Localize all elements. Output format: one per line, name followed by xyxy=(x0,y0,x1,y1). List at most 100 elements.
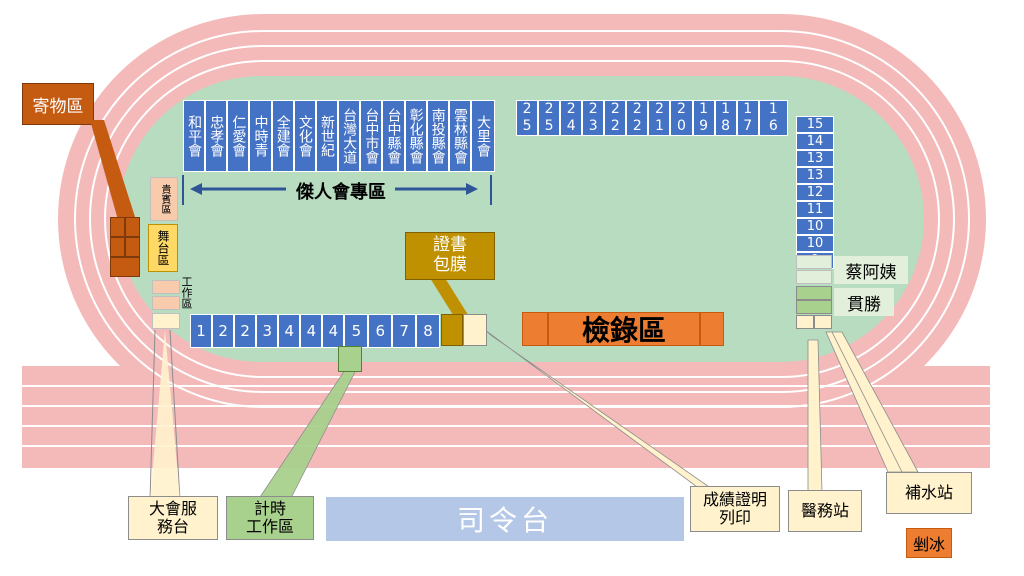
slot-digit: 2 xyxy=(677,100,686,117)
results-print-callout: 成績證明 列印 xyxy=(690,486,780,532)
storage-area-text: 寄物區 xyxy=(32,96,84,117)
society-unit: 中時青 xyxy=(249,100,272,172)
checkin-area-text: 檢錄區 xyxy=(581,314,666,347)
slot-digit: 5 xyxy=(544,118,554,134)
society-unit: 彰化縣會 xyxy=(404,100,427,172)
vip-area: 貴賓區 xyxy=(150,177,178,221)
slot: 12 xyxy=(796,184,834,201)
slot-digit: 0 xyxy=(677,118,686,134)
slot: 2 xyxy=(212,314,235,348)
slot: 6 xyxy=(368,314,393,348)
society-unit: 新世紀 xyxy=(315,100,339,172)
work-area-label: 工作區 xyxy=(180,276,195,313)
slot: 2 xyxy=(234,314,257,348)
stage-area-text: 舞台區 xyxy=(156,230,170,266)
service-desk-callout: 大會服 務台 xyxy=(128,496,218,540)
slot: 14 xyxy=(796,133,834,150)
right-slots: 15 14 13 13 12 11 10 10 9 xyxy=(796,116,834,269)
society-unit: 忠孝會 xyxy=(205,100,228,172)
slot: 15 xyxy=(796,116,834,133)
slot-digit: 2 xyxy=(654,100,664,117)
storage-boxes xyxy=(110,217,140,277)
work-area-box-3 xyxy=(152,313,180,329)
slot: 4 xyxy=(322,314,345,348)
storage-area-label: 寄物區 xyxy=(22,83,94,125)
slot-digit: 1 xyxy=(699,100,708,117)
society-unit: 雲林縣會 xyxy=(448,100,472,172)
slot-digit: 2 xyxy=(566,100,576,117)
right-box-2 xyxy=(796,270,832,284)
shaved-ice-box: 剉冰 xyxy=(906,528,952,558)
slot: 11 xyxy=(796,201,834,218)
slot-digit: 7 xyxy=(743,118,753,134)
slot: 1 xyxy=(190,314,213,348)
slot-digit: 1 xyxy=(768,100,778,117)
society-unit: 南投縣會 xyxy=(426,100,449,172)
timing-area-callout: 計時 工作區 xyxy=(226,496,314,540)
slot-digit: 2 xyxy=(522,100,532,117)
slot-digit: 3 xyxy=(588,118,598,134)
medical-station-callout: 醫務站 xyxy=(788,490,862,532)
gold-slot xyxy=(441,314,463,346)
slot-digit: 2 xyxy=(588,100,598,117)
guansheng-label: 貫勝 xyxy=(834,288,894,316)
society-unit: 全建會 xyxy=(271,100,294,172)
work-area-box-2 xyxy=(152,296,180,310)
slot-digit: 1 xyxy=(721,100,731,117)
slot-digit: 1 xyxy=(743,100,753,117)
slot-digit: 2 xyxy=(632,118,642,134)
slot-digit: 2 xyxy=(610,118,620,134)
podium: 司令台 xyxy=(326,497,684,541)
water-station-callout: 補水站 xyxy=(886,472,972,514)
stage-area: 舞台區 xyxy=(148,224,178,272)
timing-box xyxy=(338,346,362,372)
slot-digit: 4 xyxy=(566,118,576,134)
vip-area-text: 貴賓區 xyxy=(159,184,170,214)
right-box-3 xyxy=(796,286,832,300)
certificate-lamination-box: 證書 包膜 xyxy=(405,232,495,280)
work-area-text: 工作區 xyxy=(180,276,193,309)
society-zone-label: 傑人會專區 xyxy=(296,182,386,203)
slot-digit: 2 xyxy=(610,100,620,117)
slot-digit: 9 xyxy=(699,118,708,134)
slot-digit: 2 xyxy=(632,100,642,117)
slot: 4 xyxy=(278,314,301,348)
slot-digit: 2 xyxy=(544,100,554,117)
slot: 4 xyxy=(300,314,323,348)
slot: 5 xyxy=(344,314,369,348)
slot-digit: 5 xyxy=(522,118,532,134)
slot: 13 xyxy=(796,150,834,167)
society-unit: 台中縣會 xyxy=(382,100,405,172)
work-area-box-1 xyxy=(152,280,180,294)
slot: 7 xyxy=(392,314,417,348)
right-box-4 xyxy=(796,300,832,314)
storage-pointer xyxy=(90,120,136,220)
slot: 10 xyxy=(796,218,834,235)
checkin-area: 檢錄區 xyxy=(522,312,724,347)
society-units-row: 和平會 忠孝會 仁愛會 中時青 全建會 文化會 新世紀 台灣大道 台中市會 台中… xyxy=(183,100,496,172)
slot-digit: 1 xyxy=(654,118,664,134)
society-unit: 和平會 xyxy=(183,100,206,172)
society-unit: 台中市會 xyxy=(360,100,383,172)
slot: 13 xyxy=(796,167,834,184)
aunt-cai-label: 蔡阿姨 xyxy=(834,256,908,284)
bottom-slots: 1 2 2 3 4 4 4 5 6 7 8 xyxy=(190,314,440,348)
right-box-1 xyxy=(796,255,832,269)
slot-digit: 6 xyxy=(768,118,778,134)
slot: 10 xyxy=(796,235,834,252)
track-straight xyxy=(22,366,990,468)
society-unit: 大里會 xyxy=(471,100,496,172)
